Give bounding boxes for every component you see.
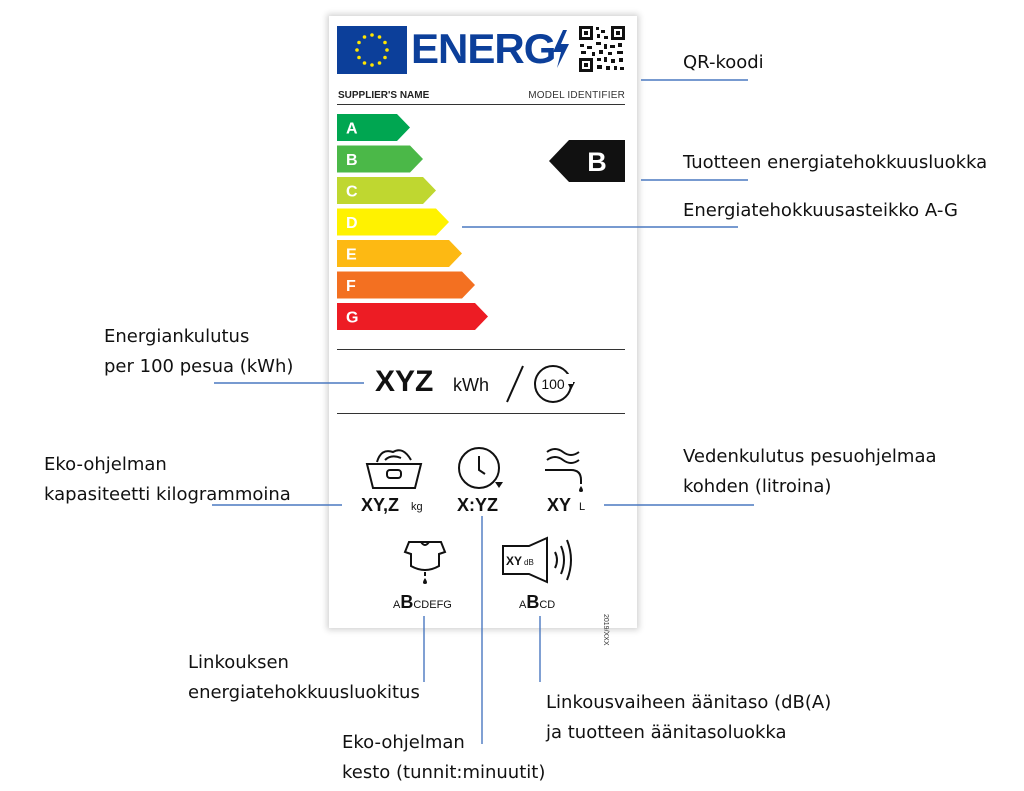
scale-letter-a: A xyxy=(346,121,358,138)
annotation-qr: QR-koodi xyxy=(683,52,764,73)
scale-letter-f: F xyxy=(346,278,356,295)
eu-star-icon xyxy=(377,61,382,65)
scale-bar-g xyxy=(337,303,488,330)
efficiency-scale: ABCDEFG xyxy=(337,114,488,330)
eu-star-icon xyxy=(362,35,367,39)
scale-letter-b: B xyxy=(346,152,358,169)
spin-class-scale: ABCDEFG xyxy=(393,592,452,615)
scale-bar-b xyxy=(337,145,423,173)
qr-code-icon xyxy=(577,24,627,74)
lightning-icon xyxy=(553,30,569,68)
water-tap-icon xyxy=(545,448,583,492)
scale-bar-e xyxy=(337,240,462,267)
spin-class-current: B xyxy=(400,592,414,612)
energy-label: ENERG SUPPLIER'S NAME MODEL IDENTIFIER A… xyxy=(329,16,637,646)
eu-star-icon xyxy=(357,40,361,45)
eu-star-icon xyxy=(357,55,361,60)
product-class-arrow: B xyxy=(549,140,625,182)
scale-bar-f xyxy=(337,271,475,299)
energy-brand: ENERG xyxy=(411,25,556,72)
noise-class-current: B xyxy=(526,592,540,612)
divider xyxy=(337,349,625,350)
eu-star-icon xyxy=(370,33,374,37)
water-unit: L xyxy=(579,501,586,513)
divider xyxy=(337,104,625,105)
eu-star-icon xyxy=(377,35,382,39)
speaker-icon: XY dB xyxy=(502,536,572,584)
laundry-basket-icon xyxy=(365,449,423,489)
per-100-cycles-icon: 100 xyxy=(506,365,575,403)
scale-bar-a xyxy=(337,114,410,141)
eu-star-icon xyxy=(383,40,387,45)
product-class-letter: B xyxy=(587,147,607,177)
capacity-unit: kg xyxy=(411,501,423,513)
svg-text:XY: XY xyxy=(506,554,522,568)
annotation-product-class: Tuotteen energiatehokkuusluokka xyxy=(683,152,988,173)
eu-star-icon xyxy=(355,48,359,52)
noise-class-pre: A xyxy=(519,599,527,611)
capacity-value: XY,Z xyxy=(361,495,400,515)
eu-star-icon xyxy=(383,55,387,60)
spin-drying-icon xyxy=(403,541,447,584)
eu-flag-icon xyxy=(337,26,407,74)
noise-class-post: CD xyxy=(539,599,556,611)
scale-letter-g: G xyxy=(346,310,358,327)
svg-text:dB: dB xyxy=(524,558,534,567)
supplier-name: SUPPLIER'S NAME xyxy=(338,90,430,101)
eu-star-icon xyxy=(362,61,367,65)
water-value: XY xyxy=(547,495,572,515)
scale-letter-e: E xyxy=(346,247,357,264)
scale-bar-c xyxy=(337,177,436,204)
svg-text:100: 100 xyxy=(541,376,565,392)
scale-bar-d xyxy=(337,208,449,236)
energy-unit: kWh xyxy=(453,375,489,395)
annotation-scale: Energiatehokkuusasteikko A-G xyxy=(683,200,958,221)
scale-letter-d: D xyxy=(346,215,358,232)
duration-value: X:YZ xyxy=(457,495,499,515)
divider xyxy=(337,413,625,414)
spin-class-post: CDEFG xyxy=(413,599,452,611)
model-identifier: MODEL IDENTIFIER xyxy=(528,90,625,101)
eu-star-icon xyxy=(385,48,389,52)
eu-star-icon xyxy=(370,63,374,67)
scale-letter-c: C xyxy=(346,184,358,201)
noise-class-scale: ABCD xyxy=(519,592,555,615)
energy-value: XYZ xyxy=(375,365,434,398)
annotation-noise: Linkousvaiheen äänitaso (dB(A)ja tuottee… xyxy=(546,692,832,743)
clock-icon xyxy=(458,447,503,489)
spin-class-pre: A xyxy=(393,599,401,611)
